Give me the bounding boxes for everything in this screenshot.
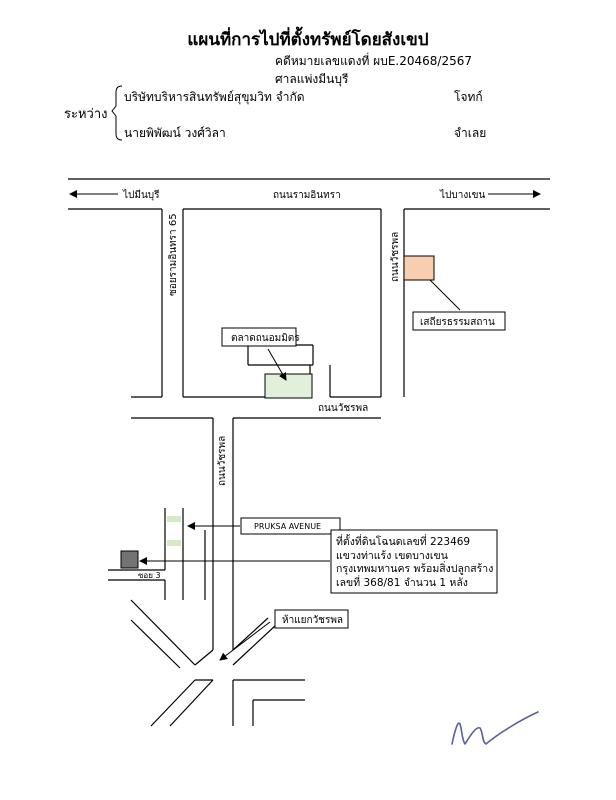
property-line-1: ที่ตั้งที่ดินโฉนดเลขที่ 223469 <box>336 534 470 548</box>
shrine-leader-line <box>429 279 461 311</box>
shrine-marker <box>403 255 435 281</box>
party-bracket <box>111 85 123 141</box>
court-name: ศาลแพ่งมีนบุรี <box>275 72 349 86</box>
shrine-label: เสถียรธรรมสถาน <box>420 316 495 328</box>
market-marker <box>264 373 313 399</box>
intersection-arrow <box>219 621 271 661</box>
property-line-2: แขวงท่าแร้ง เขตบางเขน <box>336 550 448 562</box>
intersection-callout: ห้าแยกวัชรพล <box>274 609 349 629</box>
soi-ram-inthra-65-label: ซอยรามอินทรา 65 <box>168 213 179 296</box>
market-callout: ตลาดถนอมมิตร <box>221 327 300 347</box>
pruksa-callout: PRUKSA AVENUE <box>240 517 341 535</box>
plaintiff-name: บริษัทบริหารสินทรัพย์สุขุมวิท จำกัด <box>124 90 305 104</box>
to-minburi-label: ไปมีนบุรี <box>122 189 160 201</box>
pruksa-label: PRUKSA AVENUE <box>254 522 321 531</box>
ram-inthra-road-label: ถนนรามอินทรา <box>273 190 341 201</box>
property-callout: ที่ตั้งที่ดินโฉนดเลขที่ 223469 แขวงท่าแร… <box>330 529 498 594</box>
watcharaphon-road-right-label: ถนนวัชรพล <box>390 232 401 282</box>
shrine-callout: เสถียรธรรมสถาน <box>412 311 506 331</box>
defendant-role: จำเลย <box>454 126 487 140</box>
signature <box>451 711 539 745</box>
to-bang-khen-label: ไปบางเขน <box>439 189 485 201</box>
defendant-name: นายพิพัฒน์ วงศ์วิลา <box>124 126 226 140</box>
watcharaphon-road-vertical-label: ถนนวัชรพล <box>217 436 228 486</box>
property-line-4: เลขที่ 368/81 จำนวน 1 หลัง <box>336 575 468 589</box>
pruksa-entrances <box>167 516 181 546</box>
plaintiff-role: โจทก์ <box>454 90 483 104</box>
soi-3-label: ซอย 3 <box>138 571 161 580</box>
watcharaphon-road-mid-label: ถนนวัชรพล <box>318 403 368 414</box>
case-number: คดีหมายเลขแดงที่ ผบE.20468/2567 <box>275 54 472 68</box>
between-label: ระหว่าง <box>64 107 108 122</box>
page-title: แผนที่การไปที่ตั้งทรัพย์โดยสังเขป <box>187 30 429 50</box>
road-network <box>68 178 550 727</box>
market-label: ตลาดถนอมมิตร <box>231 333 300 344</box>
property-line-3: กรุงเทพมหานคร พร้อมสิ่งปลูกสร้าง <box>336 561 493 575</box>
market-arrow <box>267 348 287 381</box>
property-marker <box>120 550 139 569</box>
intersection-label: ห้าแยกวัชรพล <box>282 614 343 626</box>
